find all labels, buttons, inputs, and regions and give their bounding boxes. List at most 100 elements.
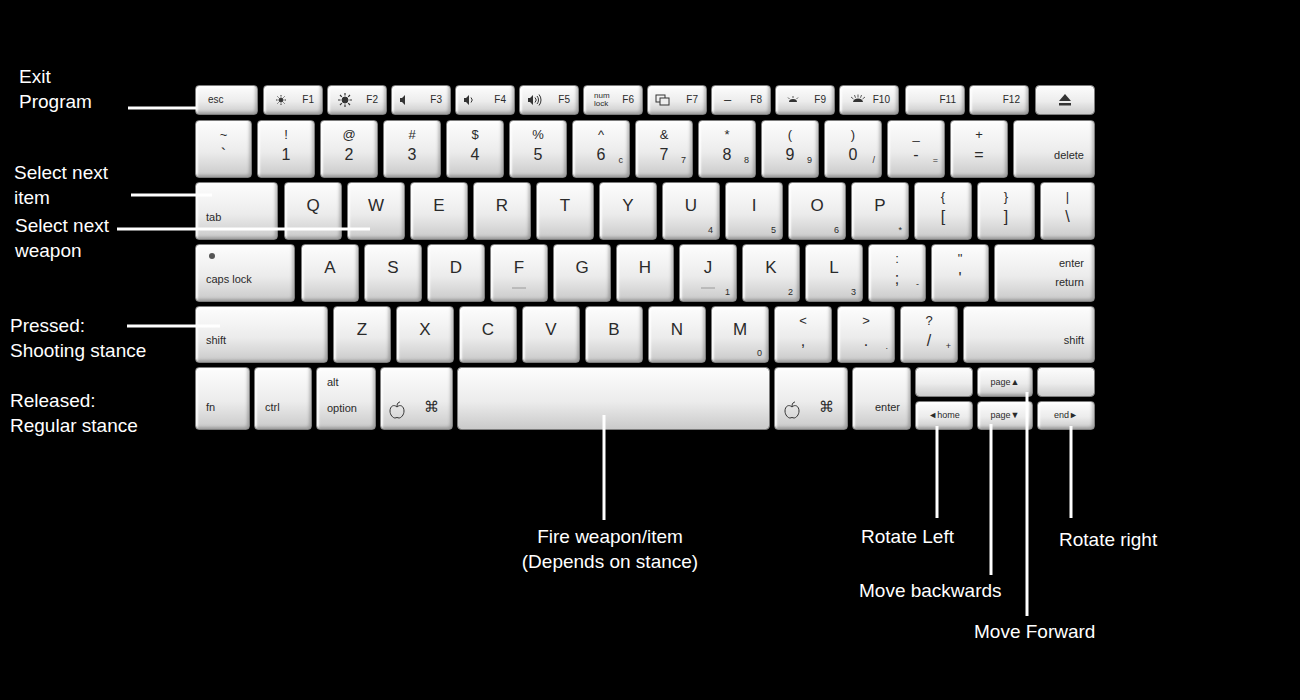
key-label: A [324,258,335,278]
key-label: 9 [786,146,795,164]
key-label: page▲ [991,377,1020,387]
key-label: " [958,252,963,267]
key-cap: E [410,182,468,240]
key-label: tab [206,211,221,224]
key-cap: %5 [509,120,567,178]
key-cap: N [648,306,706,363]
key-label: – [724,93,731,108]
volume-up-icon [528,95,541,106]
key-label: num lock [594,92,618,108]
key-label: delete [1054,149,1084,162]
key-cap: >.. [837,306,895,363]
key-cap: altoption [316,367,376,430]
callout-box: Fire weapon/item (Depends on stance) [505,524,715,574]
key-cap: F9 [775,85,835,115]
key-cap: Y [599,182,657,240]
key-label: B [608,320,619,340]
key-label: D [450,258,462,278]
callout-label: Pressed: Shooting stance [10,313,155,363]
key-cap: F11 [905,85,965,115]
space-bar [458,368,770,430]
key-label: 7 [681,155,686,165]
key-label: ` [221,146,226,164]
key-cap: fn [195,367,250,430]
key-cap: V [522,306,580,363]
key-label: \ [1065,208,1069,226]
key-label: O [810,196,823,216]
speaker [528,95,533,105]
key-label: Z [357,320,367,340]
key-label: & [660,128,669,143]
key-light-down-icon [788,96,798,102]
key-label: 4 [708,225,713,235]
sun-rays [276,95,286,105]
speaker [400,95,405,105]
key-cap: (99 [761,120,819,178]
key-cap: C [459,306,517,363]
sound-waves [535,95,541,106]
key-cap: "' [931,244,989,302]
key-label: enter [875,401,900,414]
key-label: . [864,332,868,350]
key-label: M [733,320,747,340]
key-label: shift [206,334,226,347]
key-cap: end► [1037,401,1095,430]
key-cap: T [536,182,594,240]
key-label: F1 [302,94,314,106]
key-label: F2 [366,94,378,106]
key-label: > [862,314,870,329]
key-cap: W [347,182,405,240]
key-label: ⌘ [819,398,834,415]
key-label: L [829,258,838,278]
key-label: F11 [940,94,957,106]
key-label: + [975,128,983,143]
key-label: 1 [282,146,291,164]
key-cap: R [473,182,531,240]
key-cap: I5 [725,182,783,240]
key-label: = [974,146,983,164]
key-cap: K2 [742,244,800,302]
key-cap: M0 [711,306,769,363]
key-cap: tab [195,182,278,240]
key-label: ! [284,128,288,143]
key-label: 9 [807,155,812,165]
key-label: shift [1064,334,1084,347]
key-cap: $4 [446,120,504,178]
key-label: _ [912,128,919,143]
eject-key [1036,86,1095,115]
callout-box: Move Forward [974,619,1095,644]
key-cap: }] [977,182,1035,240]
leader-line [936,426,939,518]
key-cap: F1 [263,85,323,115]
key-cap: shift [963,306,1095,363]
key-label: * [724,128,729,143]
callout-label: Select next weapon [15,213,127,263]
expose-icon [656,95,669,105]
callout-label: Move Forward [974,619,1095,644]
sun-core [279,98,283,102]
key-label: caps lock [206,273,252,286]
key-label: - [913,146,918,164]
key-label: ctrl [265,401,280,414]
key-label: W [368,196,384,216]
key-cap: #3 [383,120,441,178]
key-label: % [532,128,544,143]
key-label: F3 [430,94,442,106]
key-cap: += [950,120,1008,178]
leader-line [1070,426,1073,518]
key-cap: D [427,244,485,302]
key-label: 4 [471,146,480,164]
key-label: R [496,196,508,216]
key-label: ) [851,128,855,143]
key-label: ^ [598,128,604,143]
key-label: * [898,225,902,235]
key-cap: esc [195,85,258,115]
blank-key [916,368,973,397]
key-label: F6 [622,94,634,106]
volume-down-icon [464,95,472,105]
key-cap: L3 [805,244,863,302]
key-label: X [419,320,430,340]
lamp-rays [788,96,798,99]
key-cap: enter [852,367,911,430]
